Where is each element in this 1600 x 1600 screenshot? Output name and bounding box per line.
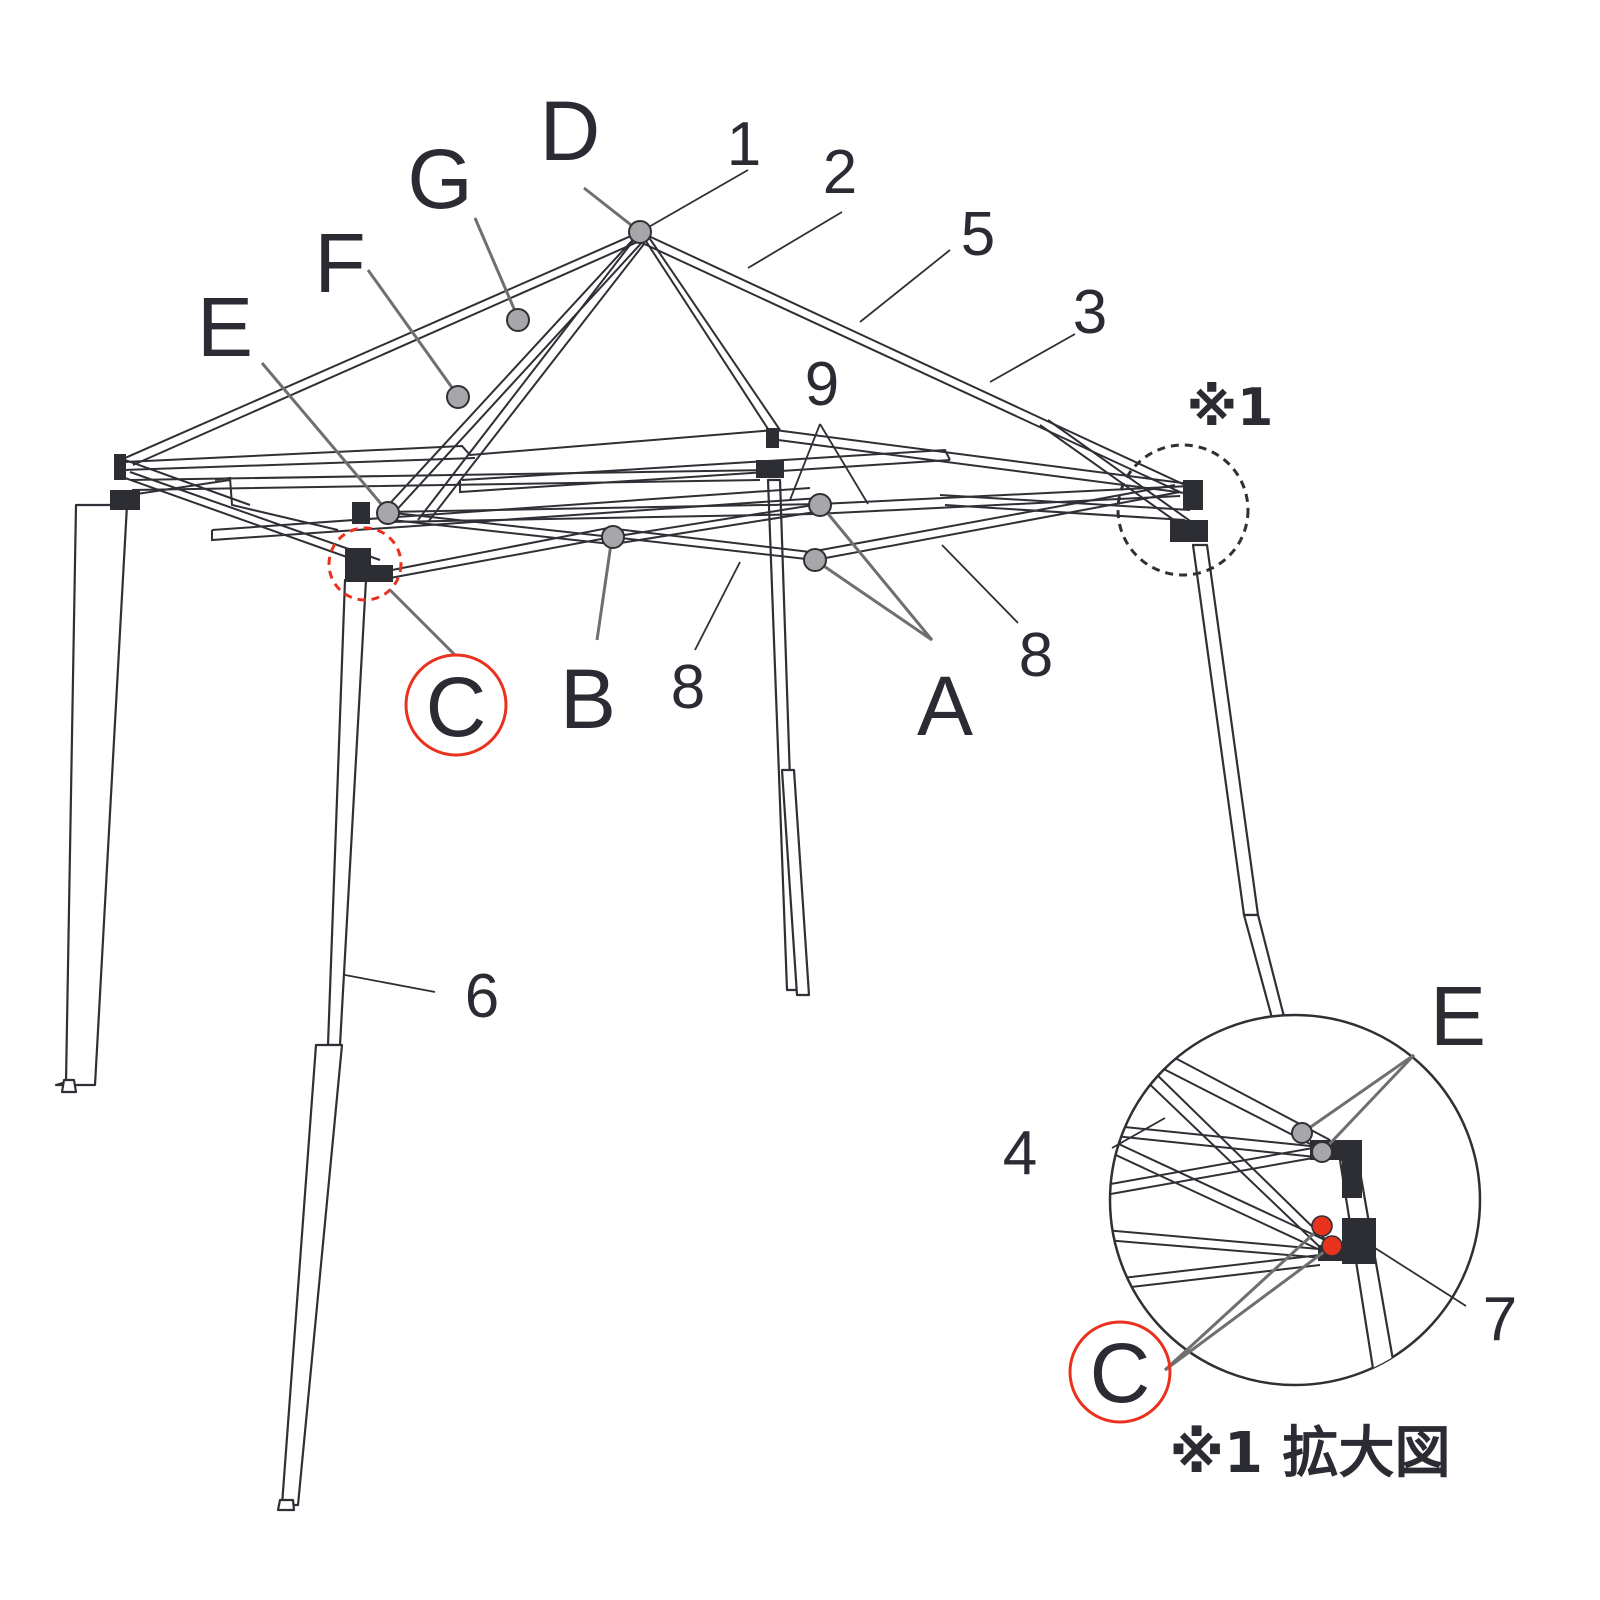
label-8-right: 8: [1019, 621, 1053, 690]
detail-joint-c-2: [1321, 1235, 1343, 1257]
label-f: F: [314, 216, 365, 310]
bracket-left-lower: [110, 490, 140, 510]
bar-back-long: [129, 469, 771, 491]
leader-8-left: [694, 561, 741, 651]
eave-front: [389, 484, 1181, 579]
scissor-bars: [124, 429, 1191, 579]
joint-e: [376, 501, 400, 525]
detail-label-e: E: [1430, 969, 1486, 1063]
bracket-left-upper: [114, 454, 126, 480]
bar-center-cross: [459, 448, 951, 494]
highlight-circle-c: [327, 526, 403, 602]
truss-center: [639, 231, 781, 433]
leader-1: [639, 169, 749, 233]
label-d: D: [540, 84, 601, 178]
leader-lines: [260, 169, 1076, 993]
corner-brackets: [110, 428, 1208, 582]
leader-2: [747, 211, 843, 269]
joints: [376, 220, 832, 572]
label-2: 2: [823, 138, 857, 207]
leader-9-a: [789, 423, 821, 501]
leader-8-right: [941, 544, 1019, 624]
label-e: E: [197, 280, 253, 374]
label-b: B: [560, 652, 616, 746]
label-g: G: [407, 132, 472, 226]
leader-detail-c-2: [1164, 1244, 1333, 1372]
leader-9-b: [819, 423, 869, 505]
detail-marker: ※1: [1187, 378, 1274, 438]
leader-7: [1374, 1247, 1467, 1307]
truss-front-inner: [417, 231, 645, 523]
leader-detail-e-2: [1320, 1053, 1416, 1154]
scissor-front-b: [607, 503, 821, 546]
leader-5: [859, 249, 951, 323]
leg-front-lower: [280, 1043, 344, 1507]
label-c: C: [426, 660, 487, 754]
label-6: 6: [465, 962, 499, 1031]
detail-joint-c-1: [1311, 1215, 1333, 1237]
leader-e: [260, 362, 390, 513]
detail-c-label-ring: [1068, 1320, 1172, 1424]
leader-detail-c-1: [1163, 1224, 1324, 1372]
detail-label-c: C: [1090, 1326, 1151, 1420]
leader-a-2: [814, 558, 933, 642]
bar-back-right: [774, 429, 1191, 494]
leader-g: [473, 217, 520, 319]
detail-view: [1108, 1013, 1482, 1387]
detail-caption: ※1 拡大図: [1170, 1421, 1451, 1486]
detail-circle: [1108, 1013, 1482, 1387]
leader-b: [595, 536, 614, 641]
label-9: 9: [805, 350, 839, 419]
highlight-circle-detail: [1116, 443, 1250, 577]
leader-c: [388, 588, 457, 657]
joint-d: [628, 220, 652, 244]
joint-a-lower: [803, 548, 827, 572]
label-5: 5: [961, 200, 995, 269]
leader-3: [989, 333, 1076, 383]
leader-a-1: [818, 503, 934, 641]
label-7: 7: [1483, 1285, 1517, 1354]
scissor-left-b: [214, 476, 339, 531]
label-3: 3: [1073, 278, 1107, 347]
bracket-back-upper: [766, 428, 779, 448]
roof-trusses: [124, 231, 1201, 536]
letter-callouts: D G F E B A C E C: [197, 84, 1486, 1420]
bracket-right-upper: [1183, 480, 1203, 510]
truss-left-lower: [124, 459, 251, 506]
detail-joint-e-1: [1291, 1122, 1313, 1144]
scissor-left: [124, 471, 381, 567]
truss-left-back: [124, 231, 643, 466]
leg-back-lower: [780, 768, 811, 997]
leader-f: [366, 269, 460, 397]
bracket-back-lower: [756, 460, 784, 478]
leader-4: [1111, 1117, 1166, 1149]
foot-left: [60, 1078, 78, 1094]
bar-right-outer: [939, 494, 1191, 521]
truss-front: [381, 231, 647, 516]
label-4: 4: [1003, 1119, 1037, 1188]
foot-front: [276, 1498, 296, 1512]
legs: [54, 478, 1292, 1512]
joint-f: [446, 385, 470, 409]
part-numbers: 1 2 3 4 5 6 7 8 8 9: [465, 110, 1517, 1354]
label-1: 1: [727, 110, 761, 179]
scissor-front-a: [384, 511, 621, 546]
label-a: A: [917, 659, 973, 753]
leg-right-upper: [1191, 543, 1260, 917]
bracket-right-lower: [1170, 520, 1208, 542]
bar-back-left: [124, 429, 776, 471]
c-label-ring: [404, 653, 508, 757]
joint-a-upper: [808, 493, 832, 517]
bracket-front-upper: [352, 502, 370, 524]
detail-joint-e-2: [1311, 1141, 1333, 1163]
joint-g: [506, 308, 530, 332]
leg-left: [54, 503, 129, 1087]
joint-b: [601, 525, 625, 549]
leader-6: [344, 974, 436, 993]
leader-detail-e-1: [1301, 1053, 1415, 1135]
label-8-left: 8: [671, 653, 705, 722]
